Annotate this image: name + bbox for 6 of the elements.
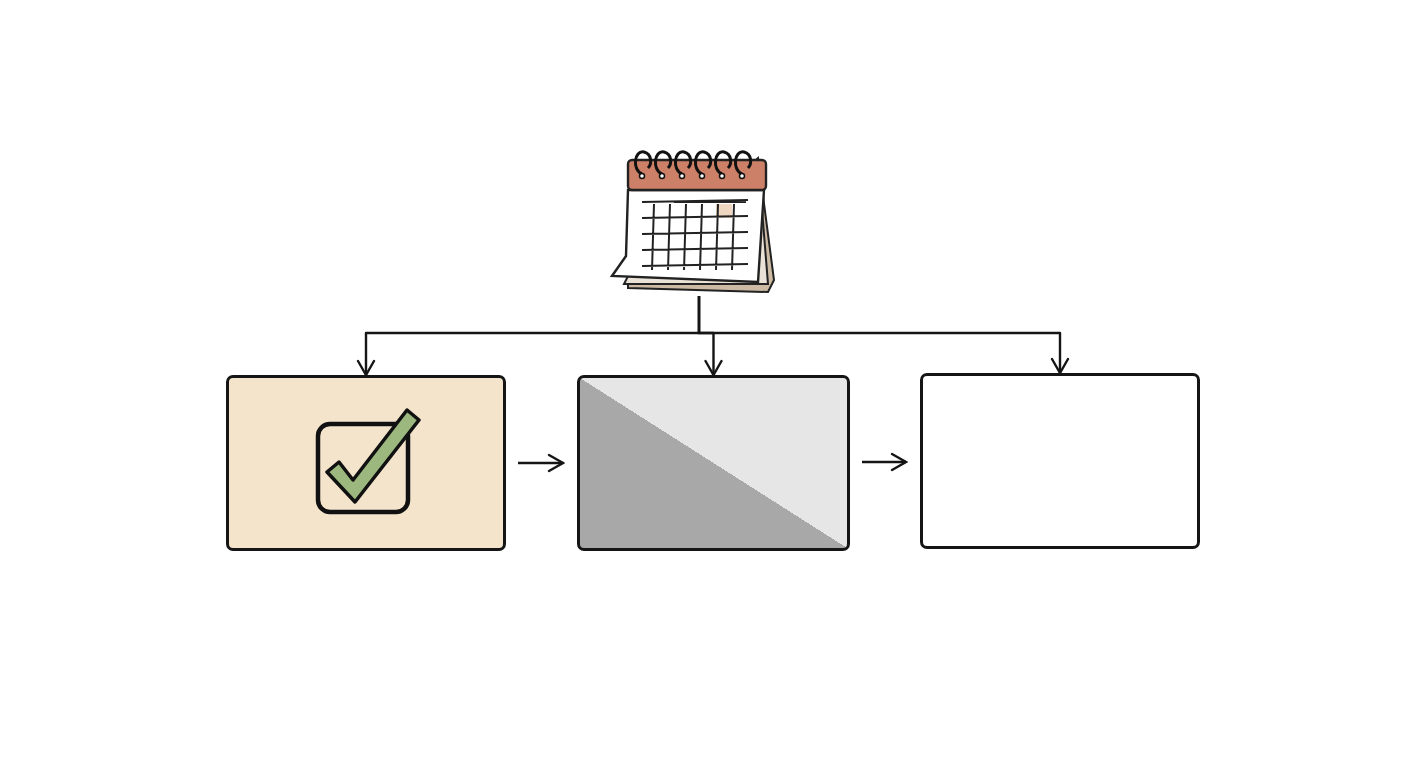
- process-box: [920, 373, 1200, 549]
- process-box: [226, 375, 506, 551]
- process-box: [577, 375, 850, 551]
- arrow: [862, 452, 908, 472]
- arrow: [518, 453, 565, 473]
- arrow: [697, 296, 1070, 375]
